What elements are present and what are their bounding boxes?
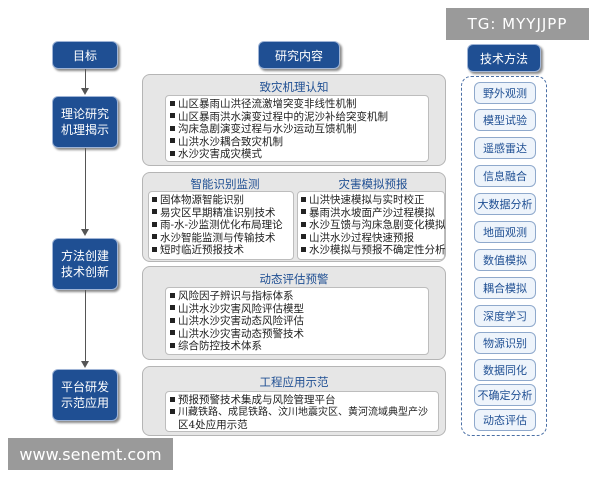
list-item: 水沙灾害成灾模式 [170,148,428,161]
method-model-test: 模型试验 [474,109,536,131]
connector-line [85,148,86,232]
watermark-top: TG: MYYJJPP [446,8,589,40]
list-item: 山区暴雨山洪径流激增突变非线性机制 [170,98,428,111]
goal-platform: 平台研发 示范应用 [52,369,118,421]
assessment-panel: 动态评估预警 风险因子辨识与指标体系 山洪水沙灾害风险评估模型 山洪水沙灾害动态… [142,266,446,360]
monitoring-title: 智能识别监测 [190,177,260,191]
list-item: 山洪水沙灾害风险评估模型 [170,303,428,316]
list-item: 综合防控技术体系 [170,340,428,353]
list-item: 山洪水沙过程快速预报 [301,232,444,245]
method-ground-observation: 地面观测 [474,221,536,243]
method-dynamic-assessment: 动态评估 [474,409,536,431]
content-header: 研究内容 [258,41,340,69]
assessment-title: 动态评估预警 [259,272,329,286]
simulation-title: 灾害模拟预报 [338,177,408,191]
method-info-fusion: 信息融合 [474,165,536,187]
method-big-data: 大数据分析 [474,193,536,215]
method-remote-sensing: 遥感雷达 [474,137,536,159]
list-item: 沟床急剧演变过程与水沙运动互馈机制 [170,123,428,136]
list-item: 山洪水沙灾害动态预警技术 [170,328,428,341]
list-item: 暴雨洪水坡面产沙过程模拟 [301,207,444,220]
connector-line [85,69,86,91]
goal-method-line2: 技术创新 [60,265,109,279]
method-source-identification: 物源识别 [474,332,536,354]
list-item: 短时临近预报技术 [152,244,293,257]
simulation-list: 山洪快速模拟与实时校正 暴雨洪水坡面产沙过程模拟 水沙互馈与沟床急剧变化模拟 山… [297,191,446,260]
connector-line [85,290,86,364]
list-item: 风险因子辨识与指标体系 [170,290,428,303]
list-item: 山区暴雨洪水演变过程中的泥沙补给突变机制 [170,111,428,124]
list-item: 预报预警技术集成与风险管理平台 [170,394,438,407]
method-field-observation: 野外观测 [474,82,536,104]
goal-platform-line1: 平台研发 [60,380,109,394]
application-panel: 工程应用示范 预报预警技术集成与风险管理平台 川藏铁路、成昆铁路、汶川地震灾区、… [142,366,446,436]
list-item: 易灾区早期精准识别技术 [152,207,293,220]
list-item: 水沙智能监测与传输技术 [152,232,293,245]
arrow-down-icon [81,229,89,236]
list-item-continued: 区4处应用示范 [178,419,248,432]
list-item: 固体物源智能识别 [152,194,293,207]
list-item: 雨-水-沙监测优化布局理论 [152,219,293,232]
application-title: 工程应用示范 [259,375,329,389]
arrow-down-icon [81,88,89,95]
method-data-assimilation: 数据同化 [474,359,536,381]
goal-theory-line1: 理论研究 [60,107,109,121]
watermark-bottom: www.senemt.com [8,438,173,470]
goal-platform-line2: 示范应用 [60,396,109,410]
list-item: 山洪水沙灾害动态风险评估 [170,315,428,328]
methods-panel: 智能识别监测 灾害模拟预报 固体物源智能识别 易灾区早期精准识别技术 雨-水-沙… [142,172,446,262]
method-uncertainty-analysis: 不确定分析 [474,384,536,406]
goal-header: 目标 [52,41,118,69]
goal-method-line1: 方法创建 [60,249,109,263]
goal-theory: 理论研究 机理揭示 [52,96,118,148]
application-list: 预报预警技术集成与风险管理平台 川藏铁路、成昆铁路、汶川地震灾区、黄河流域典型产… [165,391,439,432]
arrow-down-icon [81,361,89,368]
goal-method: 方法创建 技术创新 [52,238,118,290]
assessment-list: 风险因子辨识与指标体系 山洪水沙灾害风险评估模型 山洪水沙灾害动态风险评估 山洪… [165,287,429,355]
method-deep-learning: 深度学习 [474,305,536,327]
list-item: 山洪水沙耦合致灾机制 [170,136,428,149]
method-coupled-simulation: 耦合模拟 [474,277,536,299]
mechanism-panel: 致灾机理认知 山区暴雨山洪径流激增突变非线性机制 山区暴雨洪水演变过程中的泥沙补… [142,74,446,166]
methods-header: 技术方法 [467,44,541,72]
list-item: 水沙模拟与预报不确定性分析 [301,244,446,257]
mechanism-title: 致灾机理认知 [259,80,329,94]
list-item: 川藏铁路、成昆铁路、汶川地震灾区、黄河流域典型产沙 [170,407,438,420]
list-item: 水沙互馈与沟床急剧变化模拟 [301,219,446,232]
goal-theory-line2: 机理揭示 [60,123,109,137]
list-item: 山洪快速模拟与实时校正 [301,194,444,207]
mechanism-list: 山区暴雨山洪径流激增突变非线性机制 山区暴雨洪水演变过程中的泥沙补给突变机制 沟… [165,95,429,162]
method-numerical-simulation: 数值模拟 [474,249,536,271]
monitoring-list: 固体物源智能识别 易灾区早期精准识别技术 雨-水-沙监测优化布局理论 水沙智能监… [148,191,294,260]
